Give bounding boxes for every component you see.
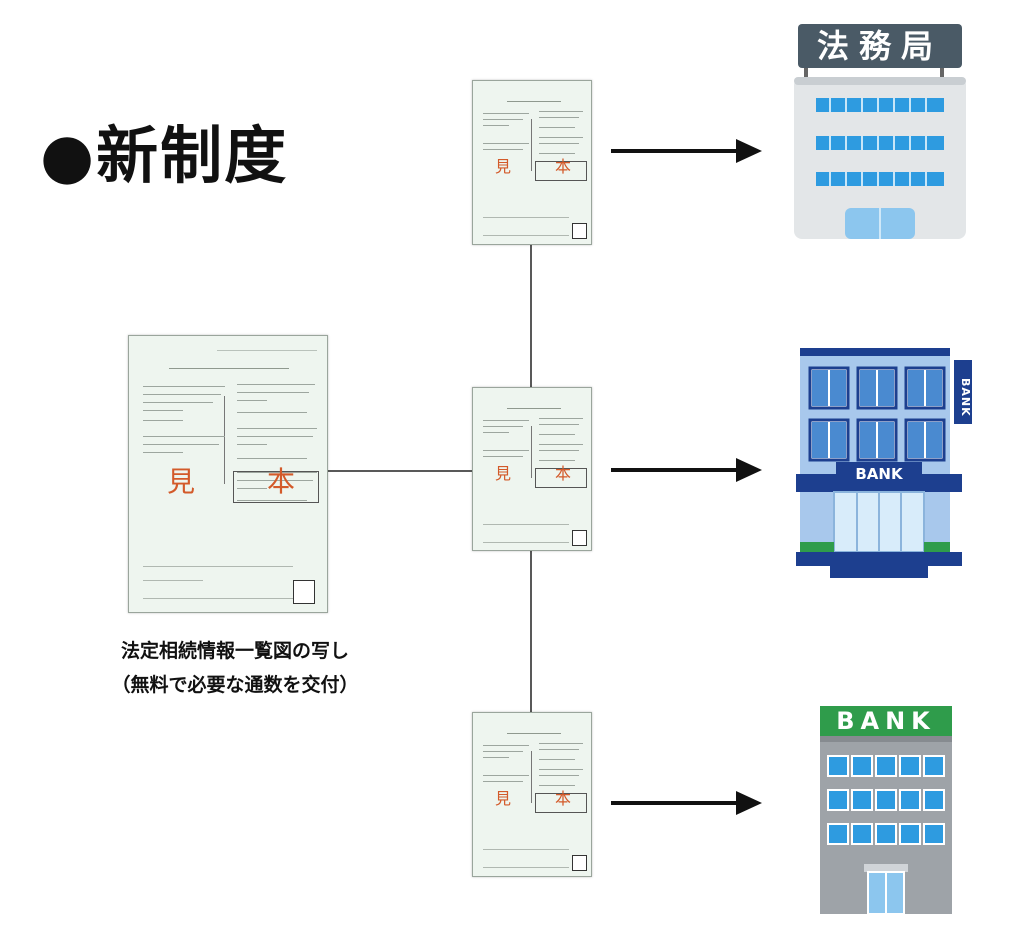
sample-mark-left: 見 bbox=[495, 789, 512, 808]
certificate-copy-3: 見 本 bbox=[472, 712, 592, 877]
bank-building-2: BANK bbox=[816, 706, 956, 916]
arrow-to-bureau bbox=[611, 139, 762, 163]
bank1-side-sign: BANK bbox=[959, 378, 972, 417]
caption-line-1: 法定相続情報一覧図の写し bbox=[120, 640, 349, 662]
sample-mark-right: 本 bbox=[555, 789, 572, 808]
certificate-copy-1: 見 本 bbox=[472, 80, 592, 245]
building-illustration-bank1 bbox=[796, 348, 972, 578]
bureau-sign: 法務局 bbox=[816, 27, 943, 65]
arrow-to-bank1 bbox=[611, 458, 762, 482]
certificate-copy-2: 見 本 bbox=[472, 387, 592, 551]
sample-mark-left: 見 bbox=[495, 464, 512, 483]
legal-affairs-bureau-building: 法務局 bbox=[790, 22, 970, 242]
arrow-to-bank2 bbox=[611, 791, 762, 815]
sample-mark-right: 本 bbox=[555, 157, 572, 176]
bank-building-1: BANK BANK bbox=[796, 346, 976, 582]
bank1-front-sign: BANK bbox=[855, 465, 903, 483]
building-illustration-bank2 bbox=[820, 706, 952, 915]
page-title: ●新制度 bbox=[40, 119, 289, 192]
sample-mark-right: 本 bbox=[267, 465, 296, 498]
main-certificate-document: 見 本 bbox=[128, 335, 328, 613]
sample-mark-right: 本 bbox=[555, 464, 572, 483]
caption-line-2: （無料で必要な通数を交付） bbox=[111, 674, 359, 696]
sample-mark-left: 見 bbox=[495, 157, 512, 176]
bank2-sign: BANK bbox=[836, 707, 936, 735]
sample-mark-left: 見 bbox=[167, 465, 196, 498]
building-illustration-bureau bbox=[794, 24, 966, 239]
